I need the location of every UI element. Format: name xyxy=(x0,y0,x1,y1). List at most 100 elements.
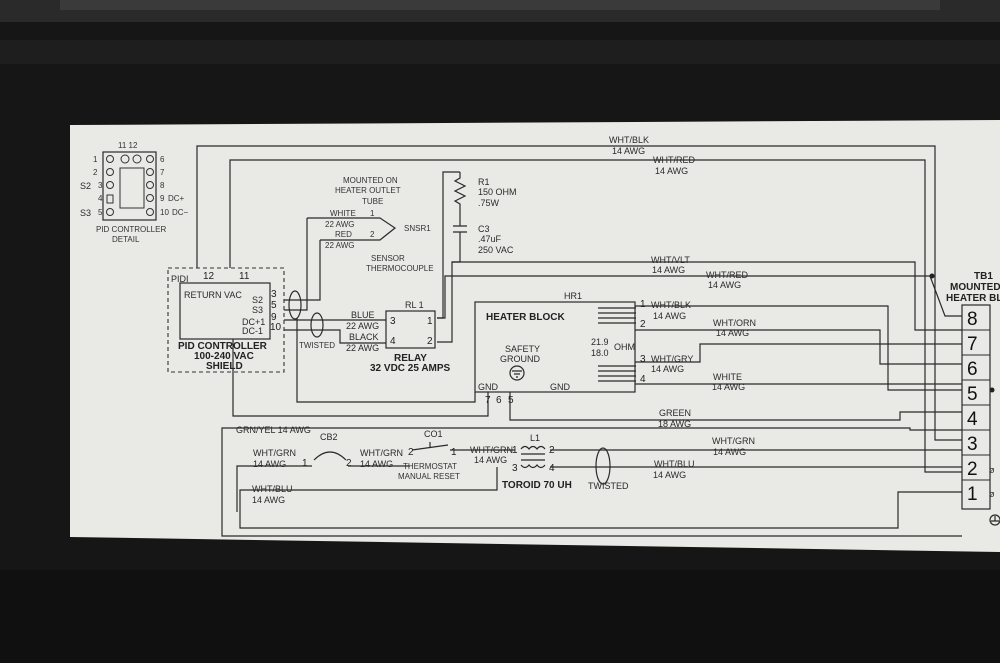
pid-detail-s2: S2 xyxy=(80,181,91,191)
label-wht-grn-3: WHT/GRN xyxy=(470,445,513,455)
lower-wiring: GRN/YEL 14 AWG WHT/GRN 14 AWG CB2 1 2 WH… xyxy=(221,425,962,537)
pid-detail-dcminus: DC− xyxy=(172,208,189,217)
tb1-pos-1: 1 xyxy=(967,484,978,505)
r1-label: R1 xyxy=(478,177,490,187)
pid-pin-3: 3 xyxy=(271,289,277,300)
sensor-awg-2: 22 AWG xyxy=(325,241,355,250)
thermostat-label: THERMOSTAT xyxy=(403,462,457,471)
label-awg-top-1: 14 AWG xyxy=(612,146,645,156)
pid-detail: 11 12 1 2 3 4 5 S2 S3 6 7 8 9 10 DC+ DC− xyxy=(80,141,189,244)
pid-detail-pin-7: 7 xyxy=(160,168,165,177)
pid-pin-9: 9 xyxy=(271,312,277,323)
relay-twist-icon xyxy=(310,312,324,338)
co1-pin-1: 1 xyxy=(451,447,457,458)
heater-gnd-right: GND xyxy=(550,382,571,392)
wire-wht-vlt xyxy=(452,261,962,331)
wire-wht-gry xyxy=(635,343,962,363)
tb1-heater-bl: HEATER BL xyxy=(946,293,1000,304)
resistor-icon xyxy=(453,172,467,226)
relay-name: RELAY xyxy=(394,353,427,364)
label-awg-2: 14 AWG xyxy=(360,459,393,469)
label-wht-grn-2: WHT/GRN xyxy=(360,448,403,458)
pid-detail-right-pins: 6 7 8 9 10 DC+ DC− xyxy=(160,155,189,217)
pid-detail-pin-9: 9 xyxy=(160,194,165,203)
pid-return-vac: RETURN VAC xyxy=(184,290,242,300)
relay-awg-black: 22 AWG xyxy=(346,343,379,353)
heater-ohm-1: 21.9 xyxy=(591,337,609,347)
enclosure-bottom xyxy=(0,570,1000,663)
pid-title: PIDI xyxy=(171,274,189,284)
pid-dc-minus: DC-1 xyxy=(242,326,263,336)
wire-wht-red-top xyxy=(229,159,962,473)
junction-dot xyxy=(929,273,935,279)
pid-detail-left-pins: 1 2 3 4 5 S2 S3 xyxy=(80,155,103,218)
toroid-label: TOROID 70 UH xyxy=(502,480,572,491)
upper-wiring: WHT/BLK 14 AWG WHT/RED 14 AWG WHT/VLT 14… xyxy=(196,135,995,473)
sensor-id: SNSR1 xyxy=(404,224,431,233)
sensor-wire-1: 1 xyxy=(370,209,375,218)
terminal-screw-icon xyxy=(106,155,114,163)
label-awg-white: 14 AWG xyxy=(712,382,745,392)
sensor: MOUNTED ON HEATER OUTLET TUBE WHITE 1 22… xyxy=(284,176,434,311)
heater-gnd-left: GND xyxy=(478,382,499,392)
label-awg-green: 18 AWG xyxy=(658,419,691,429)
terminal-screw-icon xyxy=(120,154,130,164)
relay: RL 1 3 1 4 2 BLUE 22 AWG BLACK 22 AWG TW… xyxy=(284,300,451,374)
l1-pin-4: 4 xyxy=(549,463,555,474)
heater-ohm-2: 18.0 xyxy=(591,348,609,358)
thermostat-switch-icon xyxy=(411,442,449,451)
pid-detail-pin-3: 3 xyxy=(98,181,103,190)
pid-pin-11: 11 xyxy=(239,271,250,282)
pid-dc-plus: DC+1 xyxy=(242,317,265,327)
heater-pin-3: 3 xyxy=(640,354,646,365)
sensor-wire-2: 2 xyxy=(370,230,375,239)
terminal-square-icon xyxy=(106,194,114,204)
enclosure-lid-highlight xyxy=(60,0,940,10)
cb2-pin-2: 2 xyxy=(346,458,352,469)
heater-pin-4: 4 xyxy=(640,374,646,385)
pid-detail-pin-1: 1 xyxy=(93,155,98,164)
label-awg-grn-right: 14 AWG xyxy=(713,447,746,457)
ground-symbol xyxy=(512,370,522,378)
heater-pin-1: 1 xyxy=(640,299,646,310)
twisted-pair-icon xyxy=(595,447,611,485)
terminal-screw-icon xyxy=(146,181,154,189)
sensor-mount-line3: TUBE xyxy=(362,197,383,206)
label-awg-3: 14 AWG xyxy=(474,455,507,465)
tb1-pos-4: 4 xyxy=(967,409,978,430)
tb1-pos-5: 5 xyxy=(967,384,978,405)
label-wht-blk-2: WHT/BLK xyxy=(651,300,691,310)
sensor-mount-line2: HEATER OUTLET xyxy=(335,186,401,195)
pid-s2: S2 xyxy=(252,295,263,305)
relay-pin-2: 2 xyxy=(427,336,433,347)
wire-pid-gnd xyxy=(232,339,489,417)
label-white: WHITE xyxy=(713,372,742,382)
chassis-ground-icon xyxy=(989,514,1000,526)
heater-block: HR1 HEATER BLOCK SAFETY GROUND GND GND 2… xyxy=(474,291,646,406)
heater-body xyxy=(474,301,636,393)
sensor-mount-line1: MOUNTED ON xyxy=(343,176,398,185)
heater-safety-2: GROUND xyxy=(500,354,540,364)
pid-detail-pin-5: 5 xyxy=(98,208,103,217)
thermostat-reset-label: MANUAL RESET xyxy=(398,472,460,481)
label-awg-top-2: 14 AWG xyxy=(655,166,688,176)
terminal-screw-icon xyxy=(146,194,154,202)
sensor-white: WHITE xyxy=(330,209,356,218)
relay-spec: 32 VDC 25 AMPS xyxy=(370,363,451,374)
pid-body xyxy=(179,282,271,340)
terminal-screw-icon xyxy=(146,155,154,163)
tb1-pos-7: 7 xyxy=(967,334,978,355)
terminal-screw-icon xyxy=(146,208,154,216)
pid-detail-pin-4: 4 xyxy=(98,194,103,203)
heater-pin-2: 2 xyxy=(640,319,646,330)
label-awg-vlt: 14 AWG xyxy=(652,265,685,275)
pid-detail-top-pins: 11 12 xyxy=(118,141,138,150)
r1-value: 150 OHM xyxy=(478,187,517,197)
pid-detail-dcplus: DC+ xyxy=(168,194,185,203)
heater-id: HR1 xyxy=(564,291,582,301)
tb1-positions: 8 7 6 5 4 3 2 1 xyxy=(962,309,990,505)
wire-relay-gnd xyxy=(296,318,476,403)
label-awg-blu: 14 AWG xyxy=(252,495,285,505)
l1-pin-2: 2 xyxy=(549,445,555,456)
capacitor-icon xyxy=(453,225,467,262)
